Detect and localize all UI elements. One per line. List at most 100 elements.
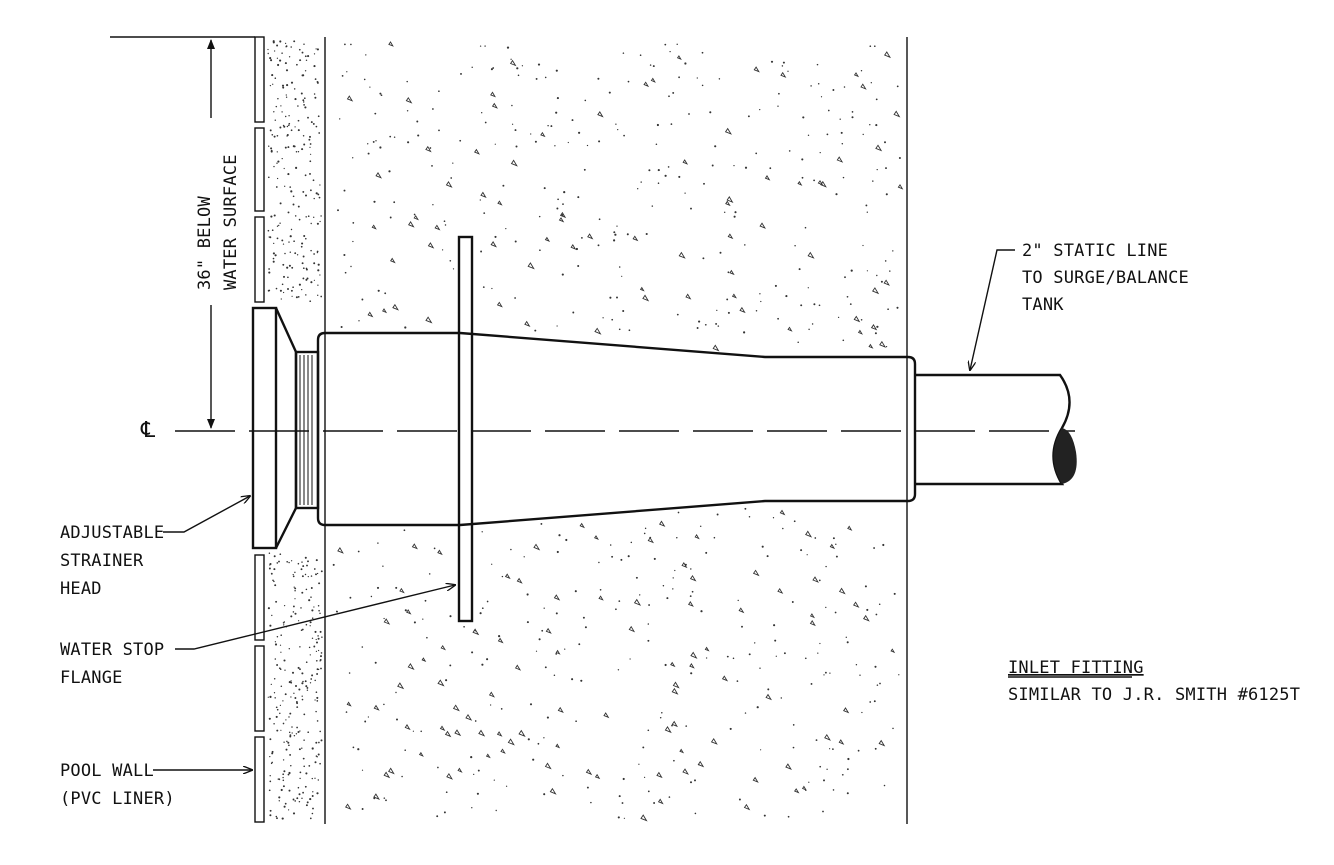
stipple-dot xyxy=(339,118,341,120)
stipple-dot xyxy=(516,67,519,70)
stipple-dot xyxy=(748,515,751,518)
aggregate-triangle xyxy=(685,293,692,300)
stipple-dot xyxy=(280,729,282,731)
stipple-dot xyxy=(546,716,549,719)
stipple-dot xyxy=(301,262,304,265)
stipple-dot xyxy=(817,83,820,85)
stipple-dot xyxy=(782,61,785,64)
stipple-dot xyxy=(269,57,272,60)
stipple-dot xyxy=(285,94,287,96)
stipple-dot xyxy=(286,560,289,563)
aggregate-triangle xyxy=(752,776,759,783)
aggregate-triangle xyxy=(555,649,561,655)
stipple-dot xyxy=(670,123,673,125)
stipple-dot xyxy=(517,74,520,77)
stipple-dot xyxy=(491,287,493,290)
stipple-dot xyxy=(510,58,512,60)
stipple-dot xyxy=(744,244,746,246)
stipple-dot xyxy=(275,186,278,188)
stipple-dot xyxy=(311,637,314,640)
aggregate-triangle xyxy=(375,172,382,179)
stipple-dot xyxy=(296,254,299,256)
stipple-dot xyxy=(892,727,894,730)
stipple-dot xyxy=(297,562,300,565)
stipple-dot xyxy=(297,620,300,622)
stipple-dot xyxy=(305,278,308,281)
stipple-dot xyxy=(298,800,301,803)
stipple-dot xyxy=(667,166,670,168)
stipple-dot xyxy=(694,812,697,815)
stipple-dot xyxy=(808,328,810,331)
stipple-dot xyxy=(303,143,306,146)
stipple-dot xyxy=(479,612,482,615)
stipple-dot xyxy=(608,91,611,94)
stipple-dot xyxy=(584,99,587,102)
stipple-dot xyxy=(270,683,272,686)
stipple-dot xyxy=(505,785,508,787)
static-line-leader xyxy=(970,249,1015,370)
stipple-dot xyxy=(676,536,678,539)
stipple-dot xyxy=(554,145,556,147)
stipple-dot xyxy=(486,658,489,661)
aggregate-triangle xyxy=(413,214,419,221)
stipple-dot xyxy=(313,645,316,648)
stipple-dot xyxy=(537,742,540,745)
stipple-dot xyxy=(429,147,432,149)
aggregate-triangle xyxy=(392,303,399,311)
stipple-dot xyxy=(267,289,270,292)
stipple-dot xyxy=(530,133,532,135)
stipple-dot xyxy=(269,129,272,132)
aggregate-triangle xyxy=(425,145,432,153)
aggregate-triangle xyxy=(382,308,388,314)
aggregate-triangle xyxy=(533,543,541,551)
stipple-dot xyxy=(313,93,316,95)
stipple-dot xyxy=(859,674,861,676)
stipple-dot xyxy=(305,661,308,664)
stipple-dot xyxy=(556,325,558,327)
stipple-dot xyxy=(639,54,642,56)
water-stop-flange xyxy=(457,235,474,623)
stipple-dot xyxy=(320,667,322,670)
aggregate-triangle xyxy=(632,235,639,242)
stipple-dot xyxy=(284,115,287,118)
stipple-dot xyxy=(288,731,291,734)
stipple-dot xyxy=(287,288,289,290)
stipple-dot xyxy=(288,716,290,718)
aggregate-triangle xyxy=(346,701,352,707)
stipple-dot xyxy=(884,141,886,144)
stipple-dot xyxy=(309,625,311,627)
stipple-dot xyxy=(316,81,319,84)
stipple-dot xyxy=(802,116,805,119)
stipple-dot xyxy=(364,720,367,723)
stipple-dot xyxy=(781,65,784,67)
stipple-dot xyxy=(743,331,746,334)
stipple-dot xyxy=(290,190,293,193)
stipple-dot xyxy=(481,607,484,610)
stipple-dot xyxy=(276,44,279,47)
stipple-dot xyxy=(295,685,297,687)
stipple-dot xyxy=(306,689,309,691)
stipple-dot xyxy=(277,160,280,163)
stipple-dot xyxy=(572,311,575,314)
stipple-dot xyxy=(774,639,777,642)
stipple-dot xyxy=(367,716,370,718)
stipple-dot xyxy=(343,253,346,257)
aggregate-triangle xyxy=(672,681,680,689)
stipple-dot xyxy=(301,695,303,697)
stipple-dot xyxy=(502,184,505,187)
aggregate-triangle xyxy=(712,344,720,352)
stipple-dot xyxy=(290,615,293,618)
stipple-dot xyxy=(801,176,804,179)
stipple-dot xyxy=(295,166,298,169)
stipple-dot xyxy=(285,69,289,72)
stipple-dot xyxy=(773,624,776,627)
stipple-dot xyxy=(676,313,679,316)
stipple-dot xyxy=(305,588,308,591)
stipple-dot xyxy=(484,121,487,124)
stipple-dot xyxy=(274,119,277,121)
stipple-dot xyxy=(865,204,868,207)
stipple-dot xyxy=(839,118,841,120)
stipple-dot xyxy=(286,125,289,128)
stipple-dot xyxy=(613,231,616,234)
aggregate-triangle xyxy=(491,102,498,109)
